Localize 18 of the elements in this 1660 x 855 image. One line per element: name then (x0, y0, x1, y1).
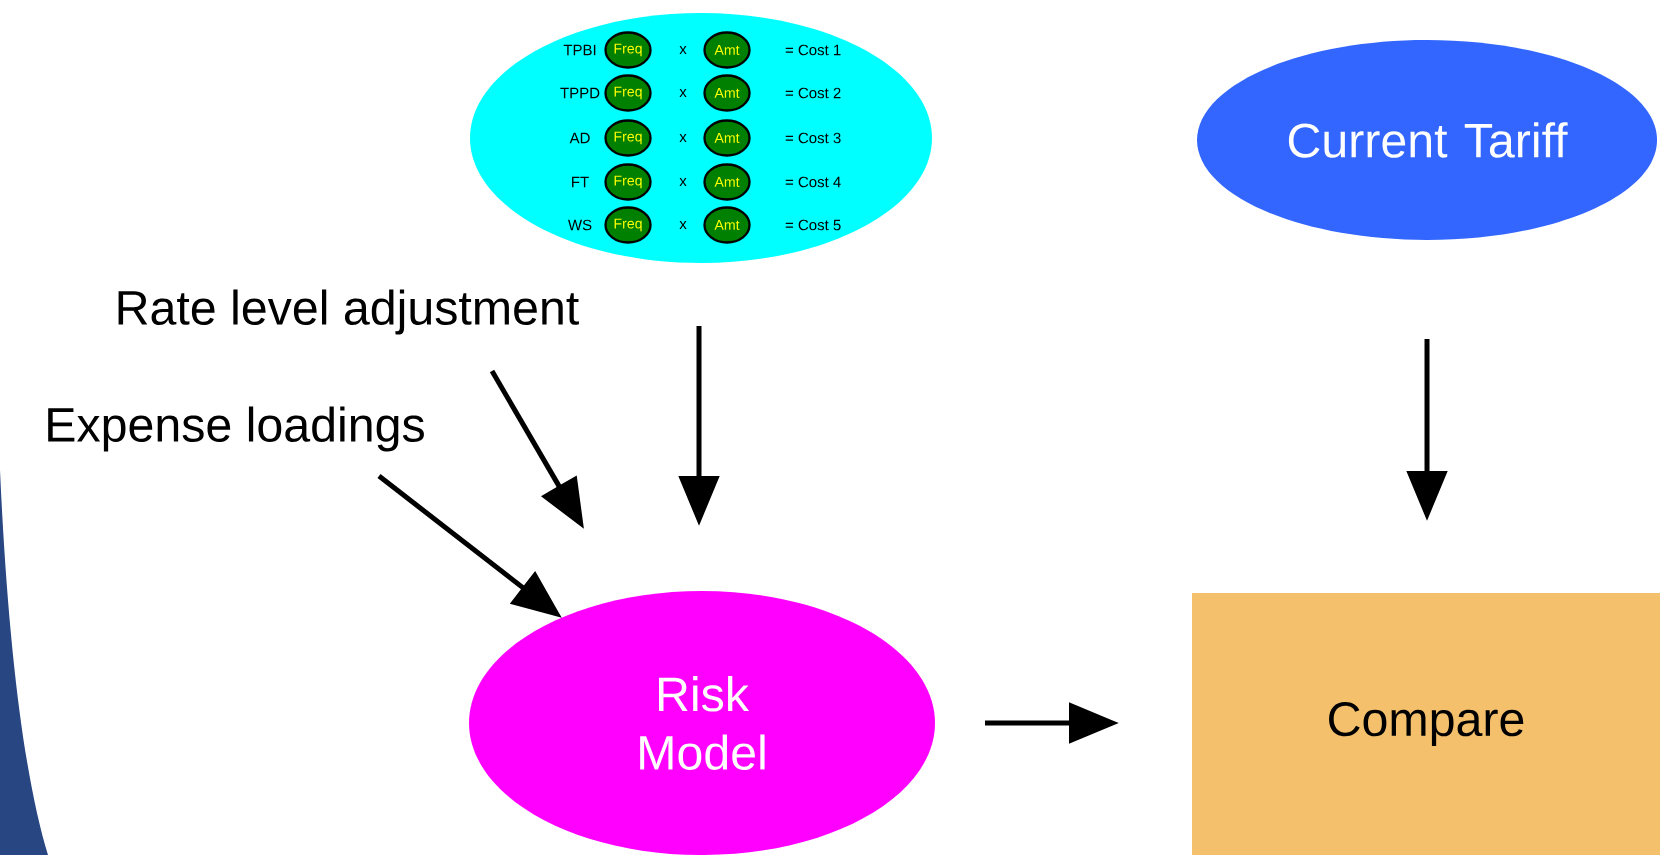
multiply-sign: x (679, 46, 687, 54)
input-label: Rate level adjustment (118, 289, 579, 335)
row-label: TPPD (560, 87, 600, 99)
row-label: AD (569, 132, 590, 144)
multiply-sign: x (679, 89, 687, 97)
cost-label: = Cost 4 (785, 176, 841, 188)
cost-label: = Cost 5 (785, 219, 841, 231)
multiply-sign: x (679, 221, 687, 229)
multiply-sign: x (679, 134, 687, 142)
input-label: Expense loadings (48, 406, 424, 452)
row-label: FT (572, 176, 589, 188)
row-label: WS (568, 219, 592, 231)
cost-label: = Cost 2 (785, 87, 841, 99)
multiply-sign: x (679, 178, 687, 186)
row-label: TPBI (563, 44, 596, 56)
cost-label: = Cost 1 (785, 44, 841, 56)
cost-label: = Cost 3 (785, 132, 841, 144)
process-box: Compare (1192, 593, 1660, 855)
